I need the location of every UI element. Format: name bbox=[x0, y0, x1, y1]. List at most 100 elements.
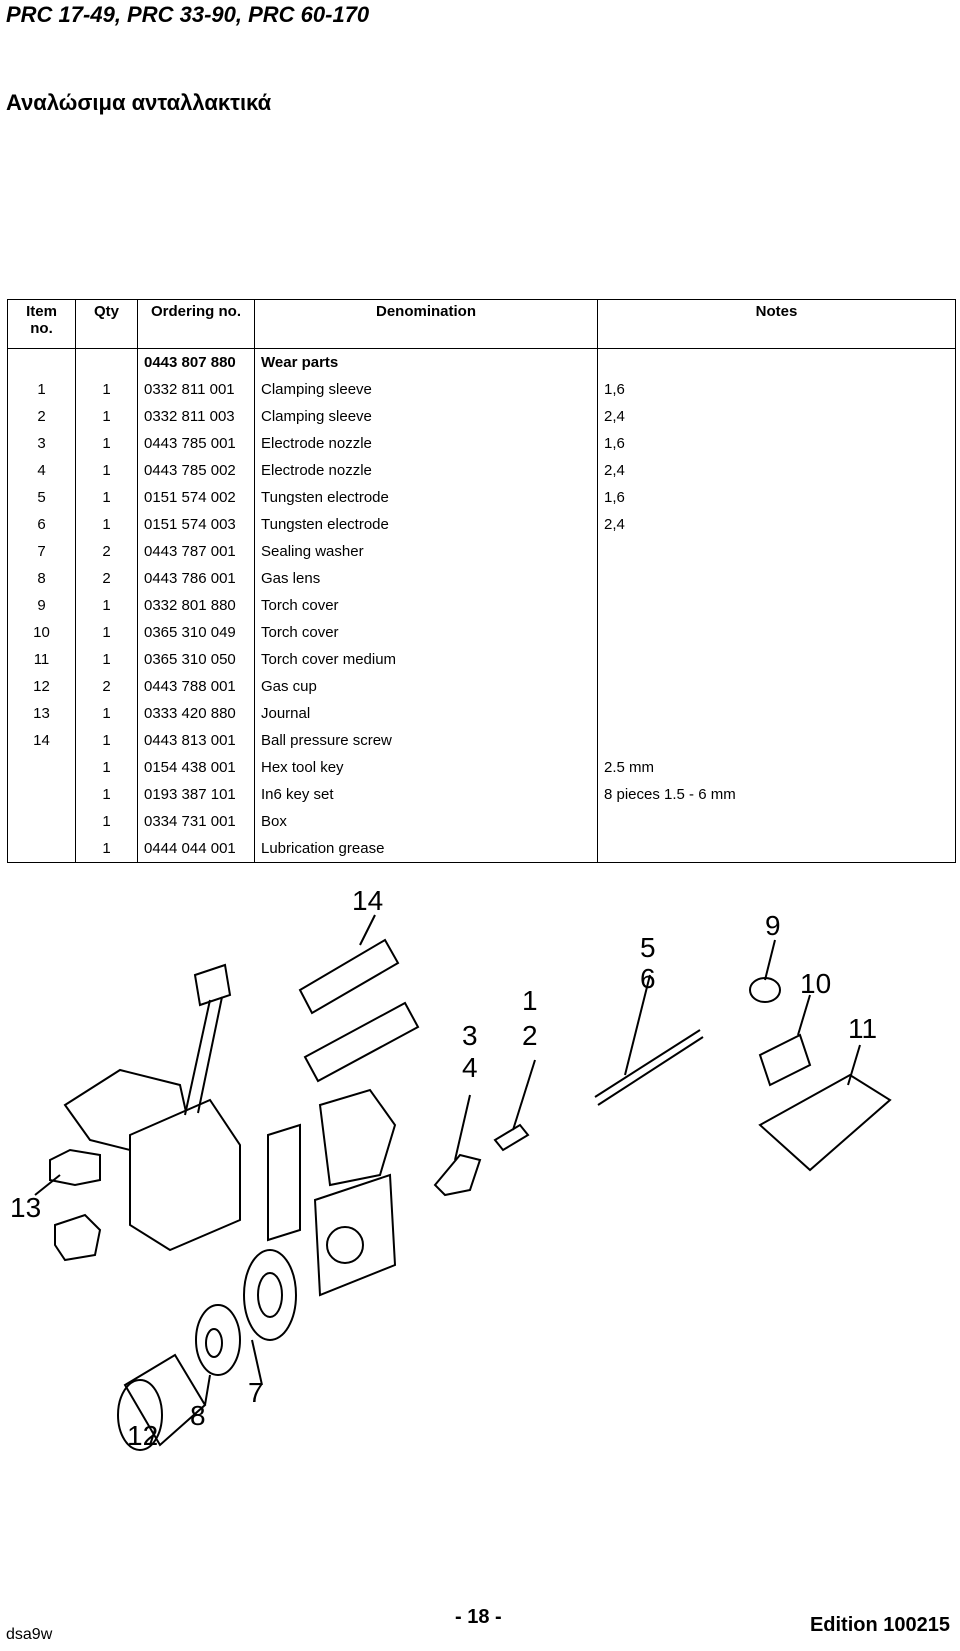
cell-item: 8 bbox=[7, 565, 76, 592]
cell-ordering: 0443 813 001 bbox=[137, 727, 255, 754]
callout-label: 4 bbox=[462, 1052, 478, 1083]
header-item-no: Item no. bbox=[7, 299, 76, 349]
cell-notes bbox=[597, 673, 956, 700]
cell-ordering: 0443 785 001 bbox=[137, 430, 255, 457]
parts-table: Item no. Qty Ordering no. Denomination N… bbox=[7, 299, 956, 863]
table-header-row: Item no. Qty Ordering no. Denomination N… bbox=[7, 299, 956, 349]
cell-item: 4 bbox=[7, 457, 76, 484]
callout-label: 13 bbox=[10, 1192, 41, 1223]
cell-notes bbox=[597, 727, 956, 754]
cell-ordering: 0334 731 001 bbox=[137, 808, 255, 835]
cell-item: 9 bbox=[7, 592, 76, 619]
footer-edition: Edition 100215 bbox=[809, 1614, 950, 1636]
cell-ordering: 0443 785 002 bbox=[137, 457, 255, 484]
cell-denomination: Journal bbox=[254, 700, 598, 727]
header-notes: Notes bbox=[597, 299, 956, 349]
cell-denomination: Electrode nozzle bbox=[254, 457, 598, 484]
cell-denomination: Clamping sleeve bbox=[254, 403, 598, 430]
cell-qty: 1 bbox=[75, 808, 138, 835]
cell-notes: 2.5 mm bbox=[597, 754, 956, 781]
cell-notes bbox=[597, 808, 956, 835]
cell-item: 3 bbox=[7, 430, 76, 457]
header-qty: Qty bbox=[75, 299, 138, 349]
cell-notes bbox=[597, 565, 956, 592]
cell-qty: 2 bbox=[75, 673, 138, 700]
cell-ordering: 0151 574 003 bbox=[137, 511, 255, 538]
cell-notes bbox=[597, 835, 956, 863]
cell-item: 7 bbox=[7, 538, 76, 565]
footer-page-number: - 18 - bbox=[455, 1606, 502, 1628]
cell-item bbox=[7, 808, 76, 835]
cell-ordering: 0332 811 001 bbox=[137, 376, 255, 403]
document-title: PRC 17-49, PRC 33-90, PRC 60-170 bbox=[6, 2, 370, 27]
cell-qty: 2 bbox=[75, 538, 138, 565]
cell-item: 14 bbox=[7, 727, 76, 754]
cell-qty: 1 bbox=[75, 646, 138, 673]
cell-qty: 1 bbox=[75, 592, 138, 619]
cell-ordering: 0365 310 049 bbox=[137, 619, 255, 646]
cell-denomination: Hex tool key bbox=[254, 754, 598, 781]
cell-notes: 1,6 bbox=[597, 430, 956, 457]
cell-ordering: 0333 420 880 bbox=[137, 700, 255, 727]
cell-qty: 1 bbox=[75, 511, 138, 538]
cell-notes bbox=[597, 700, 956, 727]
callout-label: 11 bbox=[848, 1013, 877, 1044]
cell-notes: 2,4 bbox=[597, 511, 956, 538]
cell-notes: 1,6 bbox=[597, 376, 956, 403]
cell-item: 2 bbox=[7, 403, 76, 430]
cell-ordering: 0332 801 880 bbox=[137, 592, 255, 619]
cell-item bbox=[7, 835, 76, 863]
ball-pressure-screw-part bbox=[298, 914, 420, 1083]
cell-qty: 1 bbox=[75, 781, 138, 808]
cell-ordering: 0332 811 003 bbox=[137, 403, 255, 430]
cell-item: 12 bbox=[7, 673, 76, 700]
cell-ordering: 0443 807 880 bbox=[137, 348, 255, 376]
cell-denomination: Electrode nozzle bbox=[254, 430, 598, 457]
exploded-view-drawing: 14 9 5 6 10 1 11 3 2 4 13 7 8 12 bbox=[10, 885, 892, 1451]
cell-item: 5 bbox=[7, 484, 76, 511]
callout-label: 10 bbox=[800, 968, 831, 999]
cell-ordering: 0193 387 101 bbox=[137, 781, 255, 808]
cell-qty: 1 bbox=[75, 403, 138, 430]
cell-notes: 1,6 bbox=[597, 484, 956, 511]
cell-item: 13 bbox=[7, 700, 76, 727]
cell-qty: 1 bbox=[75, 430, 138, 457]
cell-notes bbox=[597, 348, 956, 376]
cell-qty bbox=[75, 348, 138, 376]
cell-denomination: Gas cup bbox=[254, 673, 598, 700]
cell-qty: 1 bbox=[75, 700, 138, 727]
header-ordering-no: Ordering no. bbox=[137, 299, 255, 349]
cell-ordering: 0443 788 001 bbox=[137, 673, 255, 700]
header-denomination: Denomination bbox=[254, 299, 598, 349]
electrode-nozzle-part bbox=[433, 1094, 482, 1197]
cell-denomination: Tungsten electrode bbox=[254, 484, 598, 511]
cell-notes bbox=[597, 592, 956, 619]
cell-qty: 1 bbox=[75, 457, 138, 484]
gas-cup-part bbox=[117, 1353, 207, 1451]
cell-denomination: In6 key set bbox=[254, 781, 598, 808]
cell-denomination: Clamping sleeve bbox=[254, 376, 598, 403]
cell-ordering: 0151 574 002 bbox=[137, 484, 255, 511]
cell-denomination: Gas lens bbox=[254, 565, 598, 592]
cell-qty: 2 bbox=[75, 565, 138, 592]
callout-label: 7 bbox=[248, 1377, 264, 1408]
callout-label: 14 bbox=[352, 885, 383, 916]
cell-denomination: Lubrication grease bbox=[254, 835, 598, 863]
torch-head-block-part bbox=[63, 963, 301, 1252]
center-block-part bbox=[313, 1088, 397, 1297]
cell-item: 6 bbox=[7, 511, 76, 538]
cell-denomination: Tungsten electrode bbox=[254, 511, 598, 538]
callout-label: 1 bbox=[522, 985, 538, 1016]
